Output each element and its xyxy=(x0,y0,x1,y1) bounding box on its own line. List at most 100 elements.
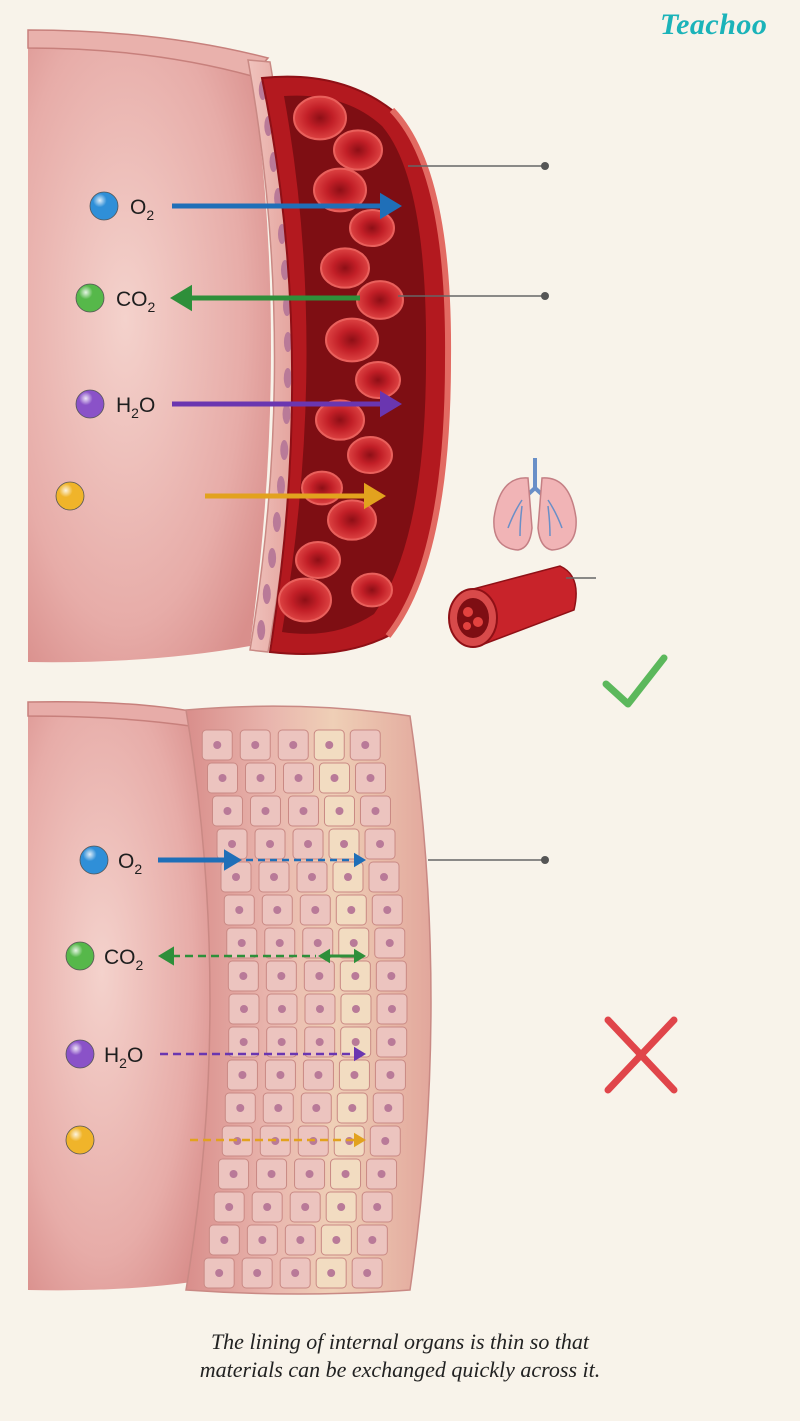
cell-nucleus xyxy=(347,906,356,914)
cell-nucleus xyxy=(301,1203,310,1211)
cell-nucleus xyxy=(228,840,237,848)
cell-nucleus xyxy=(239,972,248,980)
nucleus xyxy=(268,548,277,568)
cell-nucleus xyxy=(299,807,308,815)
cell-nucleus xyxy=(344,873,353,881)
arrow-head xyxy=(158,946,174,966)
ball-highlight xyxy=(90,192,118,220)
thick-h2o-row: H2O xyxy=(65,1039,366,1071)
arrow-head xyxy=(364,482,386,510)
cell-nucleus xyxy=(363,1269,372,1277)
cell-nucleus xyxy=(239,1038,248,1046)
caption-line-2: materials can be exchanged quickly acros… xyxy=(199,1357,601,1382)
ball-highlight xyxy=(66,1040,94,1068)
red-blood-cell xyxy=(315,399,365,441)
cell-nucleus xyxy=(256,774,265,782)
cell-nucleus xyxy=(258,1236,267,1244)
cell-nucleus xyxy=(351,1005,360,1013)
cell-nucleus xyxy=(215,1269,224,1277)
cell-nucleus xyxy=(327,1269,336,1277)
cell-nucleus xyxy=(377,1170,386,1178)
cell-nucleus xyxy=(368,1236,377,1244)
cell-nucleus xyxy=(263,1203,272,1211)
thin-nutrient-row xyxy=(55,481,386,511)
ball-highlight xyxy=(66,1126,94,1154)
capillary-outer-layer xyxy=(385,107,452,638)
thin-h2o-label: H2O xyxy=(116,394,155,421)
nucleus xyxy=(276,476,285,496)
cell-nucleus xyxy=(225,1203,234,1211)
ball-highlight xyxy=(56,482,84,510)
ball-highlight xyxy=(76,284,104,312)
cell-nucleus xyxy=(315,1038,324,1046)
cross-mark-icon xyxy=(604,1016,678,1094)
thick-co2-row: CO2 xyxy=(65,941,366,973)
red-blood-cell xyxy=(301,470,343,506)
red-blood-cell xyxy=(313,167,367,213)
cell-nucleus xyxy=(348,1104,357,1112)
cell-nucleus xyxy=(381,1137,390,1145)
nucleus xyxy=(272,512,281,532)
cell-nucleus xyxy=(218,774,227,782)
arrow-head xyxy=(224,849,242,871)
nucleus xyxy=(280,440,289,460)
blood-vessel-icon xyxy=(448,565,596,648)
cell-nucleus xyxy=(341,1170,350,1178)
check-mark-icon xyxy=(602,654,668,708)
thin-o2-row: O2 xyxy=(89,191,402,223)
cell-nucleus xyxy=(371,807,380,815)
thin-tissue-lumen xyxy=(28,38,271,663)
cell-nucleus xyxy=(314,1071,323,1079)
cell-nucleus xyxy=(385,939,394,947)
thick-o2-row: O2 xyxy=(79,845,366,877)
nucleus xyxy=(283,332,292,352)
ball-highlight xyxy=(80,846,108,874)
red-blood-cell xyxy=(349,208,395,248)
thin-co2-label: CO2 xyxy=(116,288,156,315)
cell-nucleus xyxy=(305,1170,314,1178)
cell-nucleus xyxy=(267,1170,276,1178)
cell-nucleus xyxy=(235,906,244,914)
cell-nucleus xyxy=(340,840,349,848)
cell-nucleus xyxy=(386,1071,395,1079)
caption-line-1: The lining of internal organs is thin so… xyxy=(210,1329,590,1354)
thin-h2o-row: H2O xyxy=(75,389,402,421)
red-blood-cell xyxy=(355,360,401,400)
arrow-head xyxy=(380,390,402,418)
cell-nucleus xyxy=(220,1236,229,1244)
cell-nucleus xyxy=(376,840,385,848)
cell-nucleus xyxy=(315,1005,324,1013)
cell-nucleus xyxy=(277,1005,286,1013)
thick-nutrient-row xyxy=(65,1125,366,1155)
nucleus xyxy=(282,404,291,424)
cell-nucleus xyxy=(229,1170,238,1178)
cell-nucleus xyxy=(349,939,358,947)
cell-nucleus xyxy=(387,1038,396,1046)
cell-nucleus xyxy=(277,1038,286,1046)
cell-nucleus xyxy=(277,972,286,980)
cell-nucleus xyxy=(313,939,322,947)
cell-nucleus xyxy=(332,1236,341,1244)
red-blood-cell xyxy=(347,435,393,475)
cell-nucleus xyxy=(337,1203,346,1211)
ball-highlight xyxy=(66,942,94,970)
red-blood-cell xyxy=(295,540,341,580)
cell-nucleus xyxy=(311,906,320,914)
cell-nucleus xyxy=(237,939,246,947)
red-blood-cell xyxy=(278,577,332,623)
cell-nucleus xyxy=(236,1104,245,1112)
cell-nucleus xyxy=(366,774,375,782)
cell-nucleus xyxy=(383,906,392,914)
cell-nucleus xyxy=(273,906,282,914)
thick-co2-label: CO2 xyxy=(104,946,144,973)
cell-nucleus xyxy=(361,741,370,749)
red-blood-cell xyxy=(351,572,393,608)
thick-tissue-lumen xyxy=(28,712,213,1291)
cell-nucleus xyxy=(253,1269,262,1277)
arrow-head xyxy=(354,1046,366,1062)
caption: The lining of internal organs is thin so… xyxy=(0,1328,800,1384)
arrow-head xyxy=(318,948,330,964)
cell-nucleus xyxy=(266,840,275,848)
